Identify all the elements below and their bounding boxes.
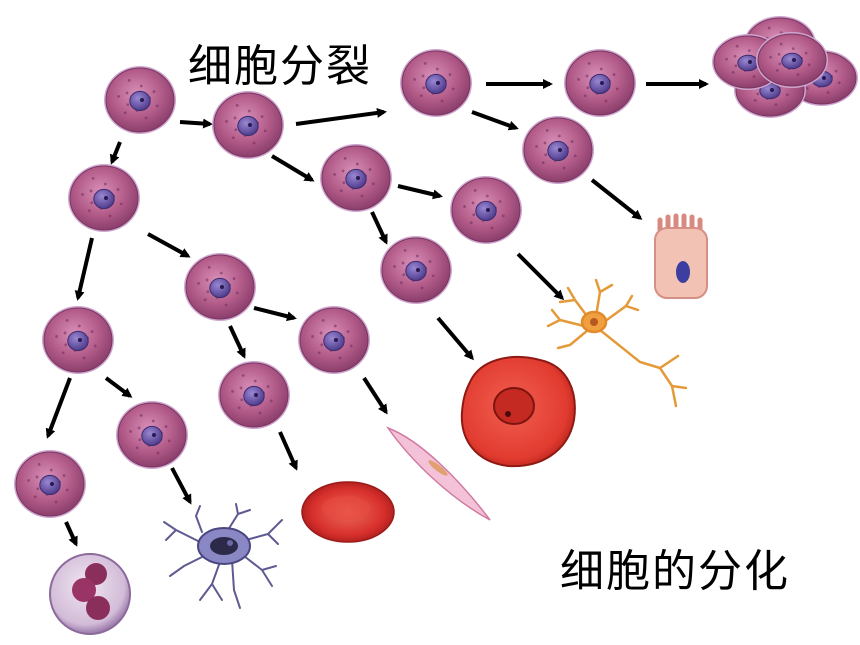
stem-cell	[380, 236, 452, 304]
arrow	[228, 325, 246, 359]
arrow	[471, 110, 519, 131]
arrow	[170, 467, 192, 505]
arrow	[45, 377, 72, 439]
stem-cell	[116, 401, 188, 469]
stem-cell	[298, 306, 370, 374]
smooth-muscle-cell	[385, 426, 491, 521]
cell-cluster	[712, 16, 858, 118]
stem-cell	[184, 253, 256, 321]
cell-division-label: 细胞分裂	[188, 41, 372, 92]
neuron	[546, 278, 688, 408]
arrow	[370, 211, 388, 245]
cell-differentiation-label: 细胞的分化	[560, 546, 790, 597]
large-nucleated-cell	[460, 356, 576, 468]
stem-cell	[68, 164, 140, 232]
stem-cell	[564, 49, 636, 117]
arrow	[74, 237, 94, 301]
stem-cell	[212, 91, 284, 159]
red-blood-cell	[301, 481, 395, 543]
stem-cell	[104, 66, 176, 134]
arrow	[270, 154, 315, 182]
white-blood-cell	[49, 553, 131, 635]
arrow	[104, 376, 133, 398]
stem-cell	[218, 361, 290, 429]
cluster-cell	[756, 32, 828, 88]
stem-cell	[400, 49, 472, 117]
stem-cells-group	[14, 49, 636, 518]
epithelial-cell	[654, 213, 708, 299]
arrow	[64, 521, 78, 547]
arrows-group	[45, 79, 709, 547]
arrow	[179, 118, 213, 129]
stem-cell	[320, 144, 392, 212]
arrow	[516, 252, 565, 301]
arrow	[436, 316, 474, 361]
arrow	[295, 107, 387, 126]
arrow	[278, 431, 298, 471]
arrow	[362, 376, 388, 415]
arrow	[397, 184, 443, 200]
stem-cell	[522, 116, 594, 184]
arrow	[147, 232, 191, 258]
arrow	[590, 178, 643, 220]
stem-cell	[450, 176, 522, 244]
stem-cell	[42, 306, 114, 374]
stem-cell	[14, 450, 86, 518]
arrow	[109, 141, 122, 165]
arrow	[253, 306, 297, 322]
glial-cell	[163, 503, 283, 609]
